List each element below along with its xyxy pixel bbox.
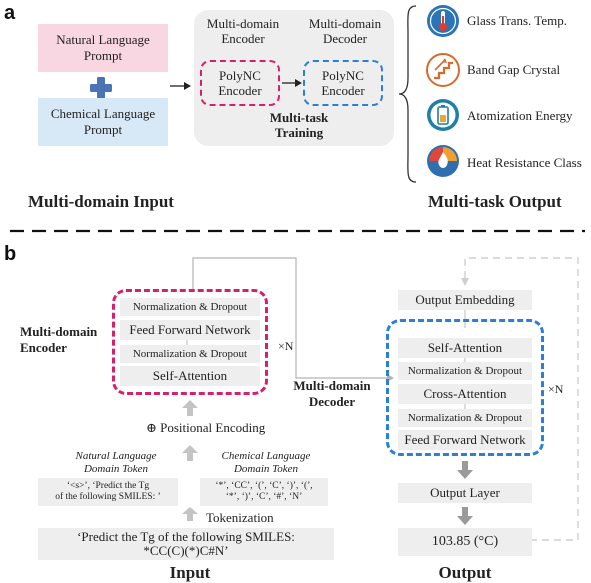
decoder-side-label: Multi-domain Decoder	[293, 378, 371, 409]
output-layer: Output Layer	[398, 483, 532, 503]
thermometer-icon	[425, 3, 461, 39]
output-value: 103.85 (°C)	[398, 528, 532, 556]
dec-norm-dropout-1: Normalization & Dropout	[398, 362, 532, 380]
panel-separator	[10, 229, 585, 233]
cl-domain-token-title: Chemical Language Domain Token	[221, 450, 311, 475]
encoder-header: Multi-domain Encoder	[206, 16, 280, 46]
enc-self-attention: Self-Attention	[120, 366, 260, 386]
dec-cross-attention: Cross-Attention	[398, 384, 532, 404]
training-label: Multi-task Training	[269, 110, 329, 140]
arrow-to-training	[170, 82, 191, 90]
multi-domain-input-caption: Multi-domain Input	[28, 192, 174, 211]
plus-icon	[89, 76, 113, 100]
flame-icon	[425, 143, 461, 179]
task-label-bandgap: Band Gap Crystal	[467, 62, 561, 77]
encoder-decoder-arrow	[282, 79, 302, 87]
input-caption: Input	[169, 563, 211, 582]
panel-b-label: b	[4, 243, 17, 265]
enc-norm-dropout-2: Normalization & Dropout	[120, 345, 260, 363]
output-caption: Output	[438, 563, 492, 582]
task-label-heat: Heat Resistance Class	[467, 155, 582, 170]
input-text-box: ‘Predict the Tg of the following SMILES:…	[38, 528, 334, 560]
decoder-block	[386, 319, 544, 456]
cl-domain-token-text: ‘*’, ‘CC’, ‘(’, ‘C’, ‘)’, ‘(’, ‘*’, ‘)’,…	[200, 478, 328, 506]
enc-feed-forward: Feed Forward Network	[120, 320, 260, 340]
output-embedding: Output Embedding	[398, 290, 532, 310]
dec-times-n: ×N	[548, 382, 564, 396]
natural-language-prompt: Natural Language Prompt	[38, 24, 168, 72]
down-arrow-icon	[457, 461, 473, 479]
task-label-glass: Glass Trans. Temp.	[467, 13, 567, 28]
polync-decoder-box: PolyNC Encoder	[303, 60, 383, 106]
dec-norm-dropout-2: Normalization & Dropout	[398, 409, 532, 427]
nl-domain-token-text: ‘<s>’, ‘Predict the Tg of the following …	[38, 478, 178, 506]
polync-encoder-box: PolyNC Encoder	[200, 60, 280, 106]
enc-times-n: ×N	[278, 339, 294, 353]
battery-icon	[425, 97, 461, 133]
tokenization-label: Tokenization	[206, 510, 274, 525]
task-label-atomization: Atomization Energy	[467, 108, 573, 123]
training-panel	[194, 10, 394, 146]
nl-domain-token-title: Natural Language Domain Token	[75, 450, 157, 475]
chemical-language-prompt: Chemical Language Prompt	[38, 98, 168, 146]
down-arrow-icon-2	[457, 507, 473, 525]
up-arrow-icon	[182, 400, 198, 416]
up-arrow-icon-3	[182, 507, 198, 521]
positional-encoding: ⊕ Positional Encoding	[146, 420, 266, 435]
panel-a-label: a	[4, 2, 16, 24]
encoder-block	[112, 289, 268, 395]
stairs-icon	[425, 52, 461, 88]
decoder-header: Multi-domain Decoder	[308, 16, 382, 46]
enc-norm-dropout-1: Normalization & Dropout	[120, 298, 260, 316]
curly-brace	[398, 5, 417, 183]
dec-self-attention: Self-Attention	[398, 338, 532, 358]
encoder-side-label: Multi-domain Encoder	[20, 324, 98, 355]
multi-task-output-caption: Multi-task Output	[428, 192, 562, 211]
dec-feed-forward: Feed Forward Network	[398, 430, 532, 450]
up-arrow-icon-2	[182, 445, 198, 461]
